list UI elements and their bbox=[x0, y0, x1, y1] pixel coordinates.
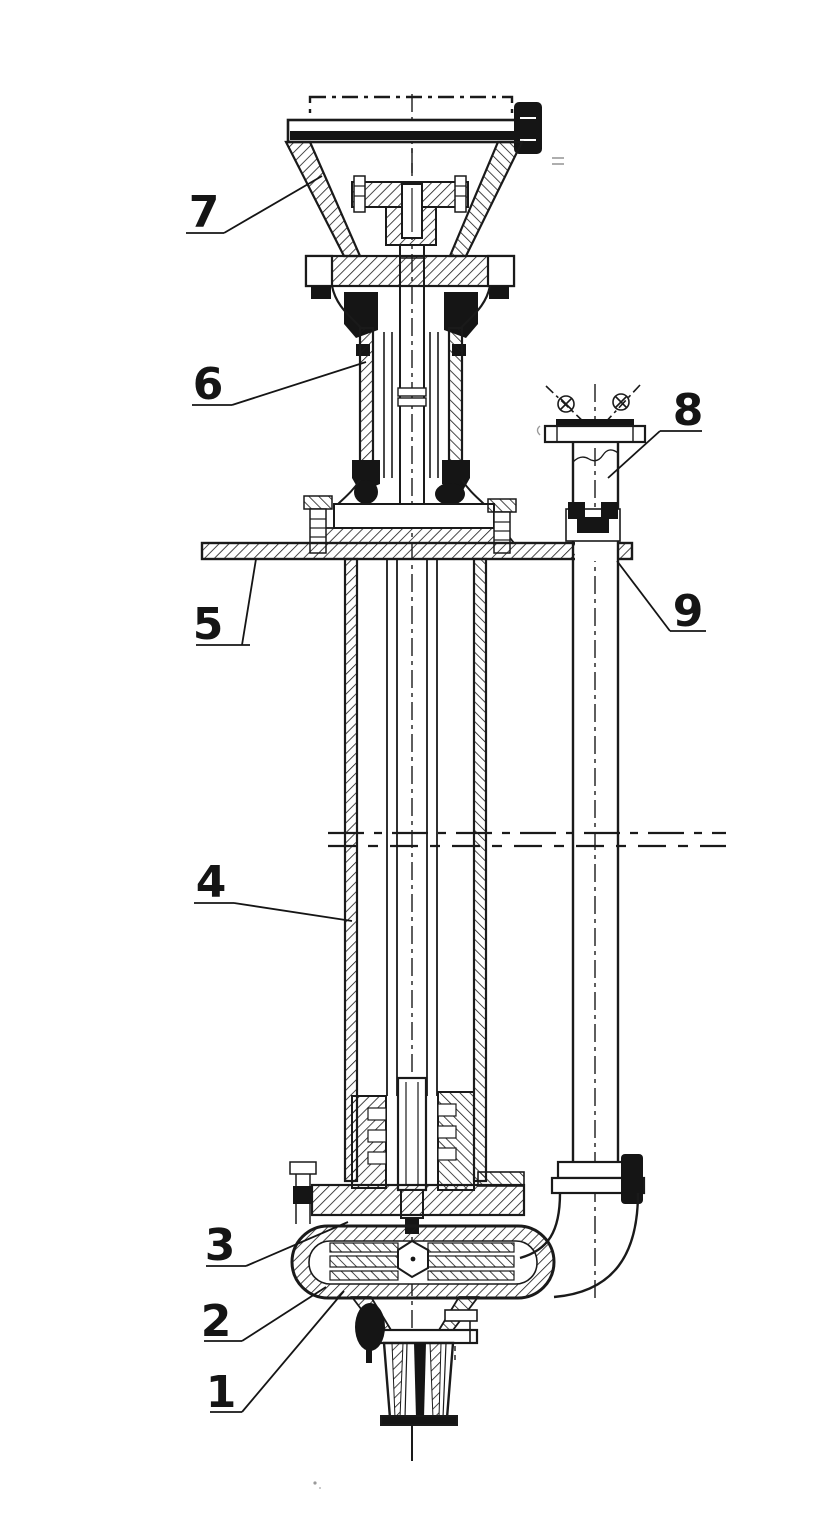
callout-label-3: 3 bbox=[205, 1220, 236, 1271]
callout-label-6: 6 bbox=[193, 359, 224, 410]
coupling-bolt-right bbox=[454, 175, 467, 213]
shaft-coupling bbox=[351, 175, 469, 300]
suction-bracket bbox=[444, 1309, 478, 1322]
callout-3: 3 bbox=[205, 1220, 349, 1271]
strainer-center-rib bbox=[414, 1343, 426, 1418]
pipe-joint-flange bbox=[550, 1154, 646, 1204]
callout-label-8: 8 bbox=[673, 385, 704, 436]
callout-label-2: 2 bbox=[201, 1296, 232, 1347]
motor-phantom-rect bbox=[308, 95, 514, 124]
leader-line-5 bbox=[241, 558, 257, 646]
callout-8: 8 bbox=[607, 385, 704, 479]
motor-outline bbox=[308, 95, 514, 124]
discharge-flange-top bbox=[556, 419, 634, 426]
callout-1: 1 bbox=[206, 1290, 345, 1418]
column-pipe bbox=[343, 557, 488, 1183]
joint-bolt bbox=[621, 1154, 643, 1204]
leader-line-6 bbox=[231, 361, 367, 406]
plate-bolt-left-nut bbox=[303, 495, 333, 510]
suction-seal bbox=[355, 1303, 385, 1351]
discharge-pipe bbox=[519, 384, 647, 1299]
bell-wall-left bbox=[284, 140, 362, 258]
flange-bolt-left bbox=[311, 286, 331, 299]
callout-label-4: 4 bbox=[196, 857, 227, 908]
callouts: 7 6 5 4 3 2 1 bbox=[186, 175, 706, 1418]
callout-7: 7 bbox=[186, 175, 323, 238]
casing-bolt-left bbox=[289, 1161, 317, 1175]
casing-cover bbox=[289, 1161, 526, 1224]
bearing-upper-left bbox=[344, 292, 378, 338]
callout-label-7: 7 bbox=[189, 187, 220, 238]
callout-label-5: 5 bbox=[193, 599, 224, 650]
lower-bearings bbox=[352, 460, 470, 505]
mounting-plate bbox=[200, 541, 634, 561]
coupling-bolt-left bbox=[353, 175, 366, 213]
elbow-outer-wall bbox=[519, 1192, 562, 1260]
leader-line-3 bbox=[245, 1221, 349, 1267]
leader-line-2 bbox=[241, 1286, 327, 1342]
strainer-bottom-plate bbox=[380, 1415, 458, 1426]
break-lines bbox=[328, 831, 726, 848]
flange-bolt-right bbox=[489, 286, 509, 299]
shaft-sleeve bbox=[396, 1076, 428, 1192]
callout-2: 2 bbox=[201, 1286, 327, 1347]
scan-artifacts bbox=[313, 157, 564, 1489]
callout-5: 5 bbox=[193, 558, 257, 650]
elbow-inner-wall bbox=[553, 1192, 640, 1299]
suction-assembly bbox=[350, 1296, 480, 1426]
leader-line-4 bbox=[233, 902, 353, 922]
callout-6: 6 bbox=[192, 359, 367, 410]
discharge-flange bbox=[543, 424, 647, 444]
flange-bolt-symbols bbox=[545, 384, 641, 427]
callout-4: 4 bbox=[194, 857, 353, 922]
leader-line-9 bbox=[616, 560, 671, 632]
callout-label-9: 9 bbox=[673, 586, 704, 637]
shaft-key bbox=[397, 387, 427, 397]
pipe-clamp bbox=[565, 502, 621, 542]
bearing-upper-right bbox=[444, 292, 478, 338]
callout-label-1: 1 bbox=[206, 1367, 237, 1418]
plate-bolt-right-nut bbox=[487, 498, 517, 513]
leader-line-7 bbox=[223, 175, 323, 234]
leader-line-1 bbox=[241, 1290, 345, 1413]
bell-bottom-flange bbox=[304, 254, 516, 299]
callout-9: 9 bbox=[616, 560, 706, 637]
impeller bbox=[329, 1239, 515, 1281]
leader-line-8 bbox=[607, 430, 661, 479]
bearing-housing bbox=[330, 285, 492, 512]
